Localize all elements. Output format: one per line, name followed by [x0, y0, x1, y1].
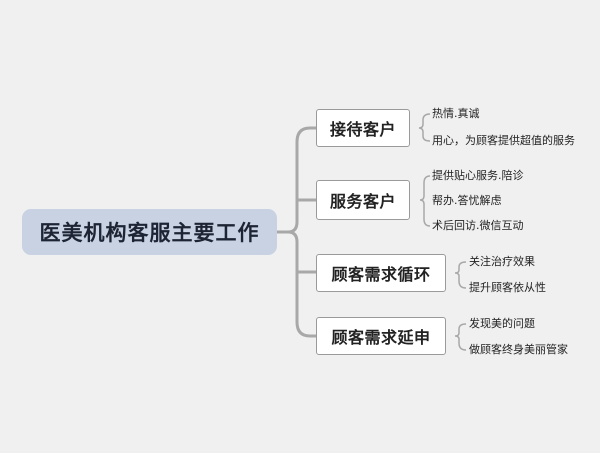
- branch-node-demand-extension[interactable]: 顾客需求延申: [316, 317, 446, 355]
- sub-bracket-1: [419, 175, 431, 227]
- branch-label: 服务客户: [329, 192, 396, 211]
- branch-label: 顾客需求延申: [331, 328, 431, 347]
- root-node[interactable]: 医美机构客服主要工作: [22, 209, 277, 255]
- root-label: 医美机构客服主要工作: [39, 221, 260, 245]
- leaf-item: 帮办.答忧解虑: [432, 194, 502, 207]
- leaf-item: 发现美的问题: [469, 317, 535, 330]
- branch-node-demand-cycle[interactable]: 顾客需求循环: [316, 254, 446, 292]
- leaf-item: 术后回访.微信互动: [432, 219, 524, 232]
- branch-label: 接待客户: [329, 120, 396, 139]
- branch-node-service[interactable]: 服务客户: [316, 180, 410, 220]
- leaf-item: 提升顾客依从性: [469, 281, 546, 294]
- sub-bracket-3: [454, 323, 467, 351]
- sub-bracket-2: [454, 261, 467, 289]
- sub-bracket-0: [418, 113, 431, 142]
- leaf-item: 关注治疗效果: [469, 255, 535, 268]
- leaf-item: 热情.真诚: [432, 107, 480, 120]
- leaf-item: 提供贴心服务.陪诊: [432, 169, 524, 182]
- branch-label: 顾客需求循环: [331, 265, 431, 284]
- branch-node-reception[interactable]: 接待客户: [316, 109, 410, 147]
- leaf-item: 做顾客终身美丽管家: [469, 343, 568, 356]
- main-bracket: [287, 126, 312, 338]
- leaf-item: 用心，为顾客提供超值的服务: [432, 134, 575, 147]
